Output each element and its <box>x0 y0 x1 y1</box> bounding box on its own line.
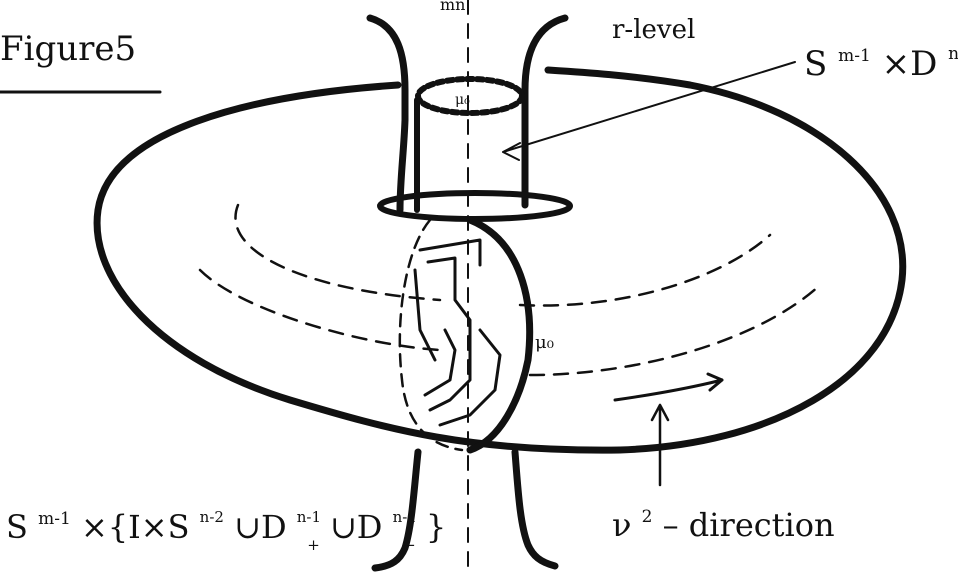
upper-tube-left-edge <box>366 14 409 214</box>
flow-arrow <box>613 372 724 402</box>
level-label: r-level <box>612 15 695 45</box>
flow-curve-3 <box>518 233 772 307</box>
upper-tube-top-ellipse <box>415 76 525 116</box>
cut-section-outline <box>466 216 534 454</box>
lower-tube-right-edge <box>511 448 559 570</box>
lower-tube-left-edge <box>371 448 422 572</box>
neck-ring <box>377 190 573 222</box>
upper-tube-label: S m-1 ×D n-1 + <box>804 28 958 94</box>
side-mu-label: μ₀ <box>535 332 554 353</box>
upper-tube-right-edge <box>521 14 569 209</box>
top-mu-label: μ₀ <box>455 92 470 108</box>
torus-outer-boundary <box>93 66 907 454</box>
upper-label-pointer <box>502 61 796 161</box>
flow-curve-2 <box>198 268 442 352</box>
direction-label: ν 2 – direction <box>612 492 835 544</box>
direction-arrow <box>650 403 670 487</box>
figure-title: Figure5 <box>0 29 136 69</box>
cut-section-inner-pattern <box>413 238 502 427</box>
cut-section-back-dashed <box>398 218 464 452</box>
flow-curve-1 <box>234 203 442 302</box>
bottom-formula-label: S m-1 ×{I×S n-2 ∪D n-1 + ∪D n-1 − } <box>6 492 446 558</box>
axis-top-label: mn <box>440 0 465 14</box>
flow-curve-4 <box>528 283 822 377</box>
